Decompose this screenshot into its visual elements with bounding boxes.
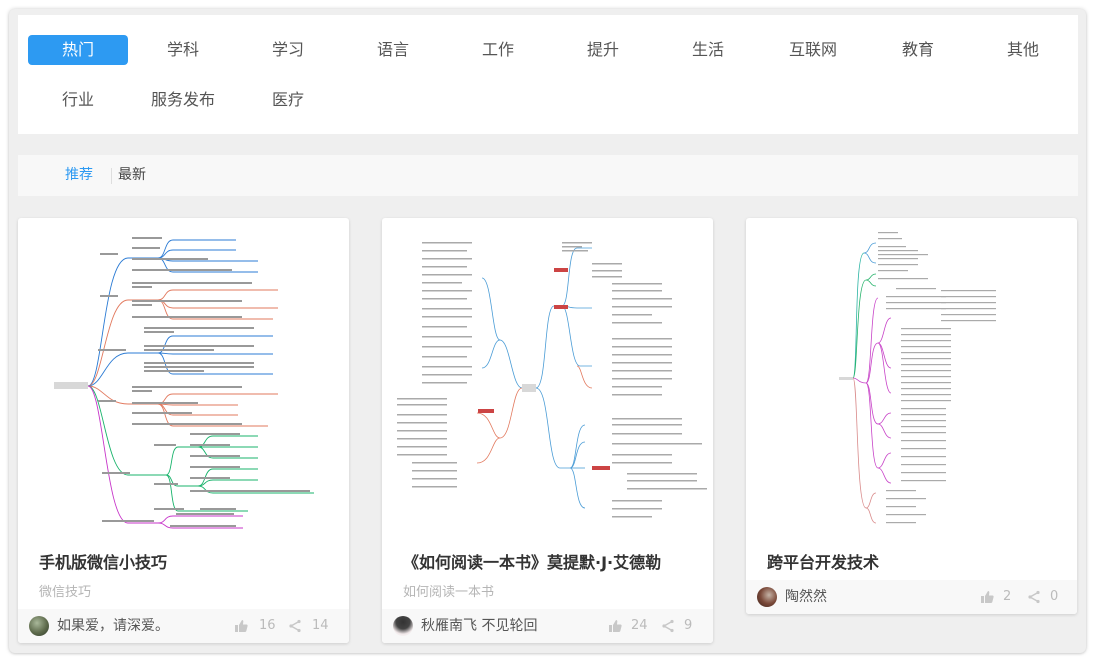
mindmap-thumbnail[interactable] (18, 218, 349, 538)
like-count: 24 (631, 618, 648, 633)
share-count: 0 (1050, 589, 1059, 604)
mindmap-card[interactable]: 《如何阅读一本书》莫提默·J·艾德勒 如何阅读一本书 秋雁南飞 不见轮回 24 … (382, 218, 713, 643)
category-subject[interactable]: 学科 (166, 40, 199, 59)
author-avatar[interactable] (393, 616, 413, 636)
author-avatar[interactable] (29, 616, 49, 636)
card-title[interactable]: 手机版微信小技巧 (39, 553, 168, 572)
category-improve[interactable]: 提升 (586, 40, 619, 59)
category-service-publish[interactable]: 服务发布 (150, 90, 215, 109)
mindmap-thumbnail[interactable] (382, 218, 713, 538)
author-avatar[interactable] (757, 587, 777, 607)
category-education[interactable]: 教育 (901, 40, 934, 59)
category-hot[interactable]: 热门 (28, 35, 128, 65)
card-footer: 如果爱，请深爱。 16 14 (18, 609, 349, 643)
card-title[interactable]: 《如何阅读一本书》莫提默·J·艾德勒 (403, 553, 662, 572)
category-medical[interactable]: 医疗 (271, 90, 304, 109)
card-footer: 陶然然 2 0 (746, 580, 1077, 614)
sort-bar: 推荐 最新 (18, 155, 1078, 196)
category-other[interactable]: 其他 (1006, 40, 1039, 59)
author-name[interactable]: 秋雁南飞 不见轮回 (421, 618, 538, 634)
category-study[interactable]: 学习 (271, 40, 304, 59)
category-internet[interactable]: 互联网 (788, 40, 837, 59)
card-footer: 秋雁南飞 不见轮回 24 9 (382, 609, 713, 643)
card-subtitle: 如何阅读一本书 (403, 585, 495, 600)
share-icon[interactable] (661, 619, 675, 633)
category-nav: 热门 学科 学习 语言 工作 提升 生活 互联网 教育 其他 行业 服务发布 医… (18, 15, 1078, 134)
thumbs-up-icon[interactable] (234, 619, 248, 633)
share-icon[interactable] (288, 619, 302, 633)
mindmap-thumbnail[interactable] (746, 218, 1077, 538)
category-work[interactable]: 工作 (481, 40, 514, 59)
author-name[interactable]: 陶然然 (785, 589, 827, 605)
sort-latest-tab[interactable]: 最新 (118, 167, 146, 183)
category-industry[interactable]: 行业 (61, 90, 94, 109)
author-name[interactable]: 如果爱，请深爱。 (57, 618, 169, 634)
category-language[interactable]: 语言 (376, 40, 409, 59)
card-title[interactable]: 跨平台开发技术 (767, 553, 880, 572)
card-subtitle: 微信技巧 (39, 585, 92, 600)
mindmap-card[interactable]: 跨平台开发技术 陶然然 2 0 (746, 218, 1077, 614)
app-frame: 热门 学科 学习 语言 工作 提升 生活 互联网 教育 其他 行业 服务发布 医… (9, 9, 1086, 653)
sort-divider (111, 168, 112, 184)
share-count: 9 (684, 618, 693, 633)
share-count: 14 (312, 618, 329, 633)
share-icon[interactable] (1027, 590, 1041, 604)
like-count: 2 (1003, 589, 1012, 604)
mindmap-card[interactable]: 手机版微信小技巧 微信技巧 如果爱，请深爱。 16 14 (18, 218, 349, 643)
category-life[interactable]: 生活 (691, 40, 724, 59)
sort-recommended-tab[interactable]: 推荐 (65, 167, 93, 183)
thumbs-up-icon[interactable] (980, 590, 994, 604)
thumbs-up-icon[interactable] (608, 619, 622, 633)
like-count: 16 (259, 618, 276, 633)
